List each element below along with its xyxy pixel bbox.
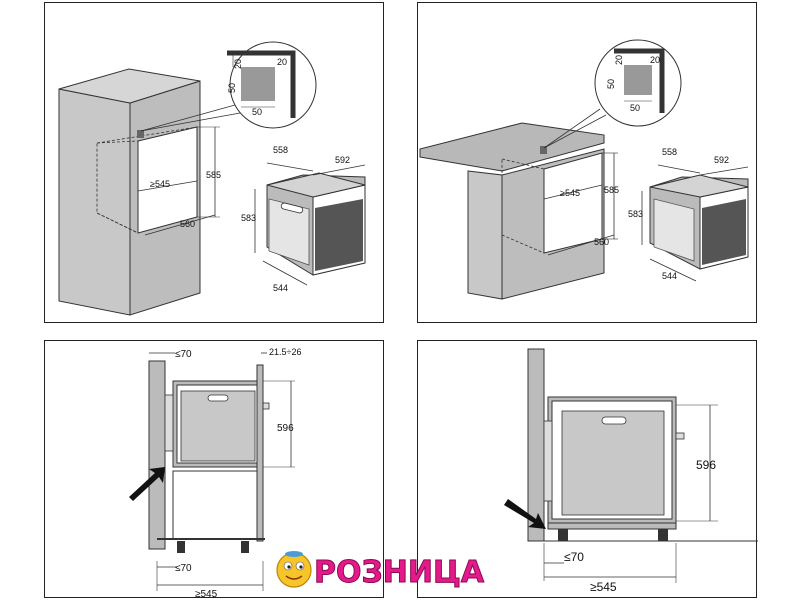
oven-window <box>702 199 746 265</box>
oven-front-width-label: 544 <box>273 283 288 293</box>
min-width-label: ≥545 <box>590 580 617 594</box>
oven-height-label: 583 <box>628 209 643 219</box>
oven-window <box>180 390 256 462</box>
column-wall <box>148 360 166 550</box>
min-width-label: ≥545 <box>195 589 218 599</box>
oven-hinge <box>164 394 174 452</box>
oven-top <box>266 172 366 198</box>
cabinet-top <box>58 68 201 104</box>
door-gap-label: 21.5÷26 <box>269 347 301 357</box>
oven-base <box>547 522 677 530</box>
foot-right <box>241 541 249 553</box>
column-install-diagram: 585 ≥545 560 20 20 50 50 558 592 583 544 <box>58 41 366 316</box>
oven-width-label: 558 <box>273 145 288 155</box>
oven-side-panel <box>653 198 695 262</box>
logo-text: РОЗНИЦА <box>314 555 485 590</box>
detail-side-label: 20 <box>650 55 660 65</box>
niche-depth-dashed <box>501 158 545 254</box>
gap-bottom-label: ≤70 <box>175 563 192 574</box>
niche-width-label: ≥545 <box>560 188 580 198</box>
cabinet-side <box>467 170 503 300</box>
niche-depth-label: 560 <box>180 219 195 229</box>
undercounter-side-section-diagram: 596 ≤70 ≥545 <box>504 348 758 594</box>
foot-left <box>177 541 185 553</box>
niche-height-label: 585 <box>604 185 619 195</box>
oven-front-width-label: 544 <box>662 271 677 281</box>
oven-depth-label: 592 <box>714 155 729 165</box>
oven-height-label: 583 <box>241 213 256 223</box>
gap-top-label: ≤70 <box>175 349 192 360</box>
vent-notch <box>137 130 144 138</box>
niche-height-label: 585 <box>206 170 221 180</box>
panel-column-side-section: ≤70 21.5÷26 596 ≤70 ≥545 <box>44 340 384 599</box>
panel-undercounter-install: 585 ≥545 560 20 20 50 50 558 592 583 544 <box>417 2 757 323</box>
oven-height-label: 596 <box>696 458 716 472</box>
vent-notch <box>540 146 547 154</box>
detail-width-label: 50 <box>252 107 262 117</box>
detail-width-label: 50 <box>630 103 640 113</box>
oven-handle <box>601 416 627 425</box>
oven-window <box>315 199 363 271</box>
gap-bottom-label: ≤70 <box>564 550 584 564</box>
column-wall <box>527 348 545 542</box>
logo-mark: РОЗНИЦА <box>276 551 485 591</box>
niche-depth-dashed <box>96 140 139 234</box>
logo-face-icon <box>276 552 312 588</box>
foot-right <box>658 529 668 541</box>
detail-top-label: 20 <box>233 59 243 69</box>
oven-handle <box>207 394 229 402</box>
niche-depth-label: 560 <box>594 237 609 247</box>
lower-cabinet <box>172 470 264 540</box>
panel-column-install: 585 ≥545 560 20 20 50 50 558 592 583 544 <box>44 2 384 323</box>
oven-height-label: 596 <box>277 423 294 434</box>
oven-hinge <box>543 420 553 502</box>
detail-cutout <box>624 65 652 95</box>
detail-side-label: 20 <box>277 57 287 67</box>
detail-top-label: 20 <box>614 55 624 65</box>
oven-depth-label: 592 <box>335 155 350 165</box>
undercounter-install-diagram: 585 ≥545 560 20 20 50 50 558 592 583 544 <box>419 39 749 300</box>
niche-width-label: ≥545 <box>150 179 170 189</box>
detail-height-label: 50 <box>227 83 237 93</box>
column-side-section-diagram: ≤70 21.5÷26 596 ≤70 ≥545 <box>129 347 301 599</box>
detail-cutout <box>241 67 275 101</box>
arrow-indicator <box>504 499 546 529</box>
oven-width-label: 558 <box>662 147 677 157</box>
oven-top <box>649 174 749 198</box>
brand-logo: РОЗНИЦА <box>272 540 532 598</box>
oven-handle <box>280 202 304 214</box>
foot-left <box>558 529 568 541</box>
detail-height-label: 50 <box>606 79 616 89</box>
cabinet-side <box>58 88 131 316</box>
oven-window <box>561 410 665 516</box>
panel-undercounter-side-section: 596 ≤70 ≥545 <box>417 340 758 598</box>
oven-knob <box>675 432 685 440</box>
oven-knob <box>262 402 270 410</box>
arrow-indicator <box>129 467 165 501</box>
rear-panel <box>256 364 264 542</box>
